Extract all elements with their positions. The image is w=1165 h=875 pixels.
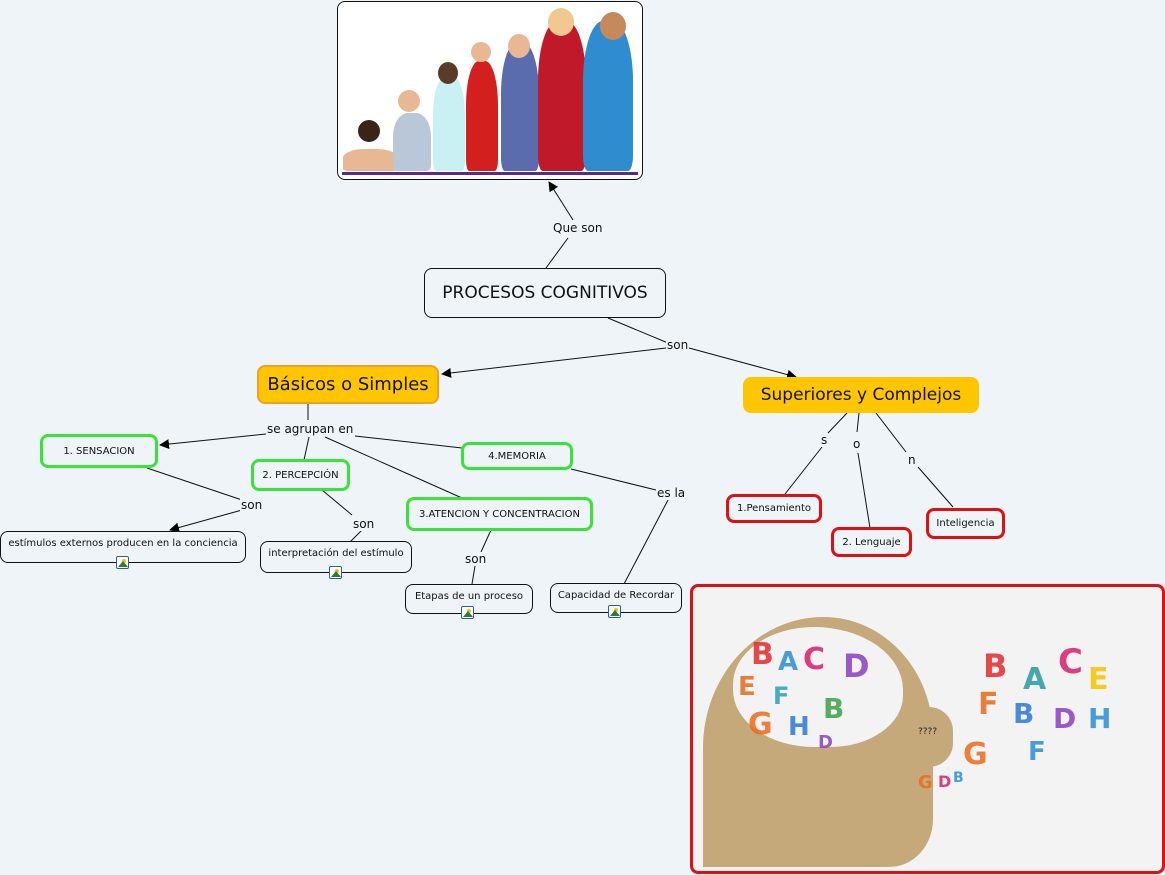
link-sensacion-son [146,467,243,501]
link-label-son-atencion[interactable]: son [464,552,488,566]
link-label-son-percepcion[interactable]: son [352,517,376,531]
concept-label: Etapas de un proceso [414,591,524,602]
children-growth-image[interactable] [337,1,643,180]
concept-basicos[interactable]: Básicos o Simples [257,365,439,404]
link-son-estimulos [169,509,243,533]
link-esla-capacidad [623,499,669,585]
link-quesson-kids [548,181,574,221]
link-label-n[interactable]: n [907,453,917,467]
boy-red-figure [466,61,498,171]
concept-label: 3.ATENCION Y CONCENTRACION [419,508,580,520]
link-label-son-main[interactable]: son [666,338,690,352]
link-son-etapas [471,565,476,585]
link-s-pensamiento [784,446,823,495]
concept-estimulos[interactable]: estímulos externos producen en la concie… [0,531,246,563]
link-agrupan-percepcion [303,436,310,461]
concept-pensamiento[interactable]: 1.Pensamiento [726,494,822,523]
brain-caption: ???? [918,727,938,737]
link-o-lenguaje [857,452,871,529]
concept-inteligencia[interactable]: Inteligencia [926,508,1005,539]
brain-area [733,627,903,747]
concept-label: 4.MEMORIA [488,450,546,462]
link-son-superiores [688,347,797,380]
concept-label: 1. SENSACION [63,445,135,457]
concept-label: Básicos o Simples [267,374,429,395]
concept-label: Superiores y Complejos [760,385,962,405]
link-son-basicos [441,347,667,378]
image-resource-icon[interactable] [461,606,474,619]
link-main-quesson [545,237,569,269]
concept-percepcion[interactable]: 2. PERCEPCIÓN [251,459,350,491]
link-label-que-son[interactable]: Que son [552,221,604,235]
concept-etapas[interactable]: Etapas de un proceso [405,584,533,614]
purple-bar [342,172,638,175]
concept-label: Inteligencia [936,518,995,529]
link-sup-n [875,412,907,453]
link-label-es-la[interactable]: es la [656,486,687,500]
link-label-o[interactable]: o [852,437,862,451]
link-sup-s [827,412,848,434]
link-sup-o [856,412,860,433]
link-agrupan-sensacion [159,433,267,450]
concept-label: 1.Pensamiento [736,503,812,514]
link-label-se-agrupan[interactable]: se agrupan en [266,422,355,436]
concept-label: 2. PERCEPCIÓN [262,469,339,481]
image-resource-icon[interactable] [116,556,129,569]
link-memoria-esla [570,468,657,491]
link-percepcion-son [321,489,353,516]
image-resource-icon[interactable] [329,566,342,579]
link-atencion-son [480,529,492,553]
concept-label: 2. Lenguaje [842,536,901,548]
link-label-s[interactable]: s [820,433,829,447]
concept-superiores[interactable]: Superiores y Complejos [743,377,979,413]
concept-label: estímulos externos producen en la concie… [8,538,238,549]
concept-label: interpretación del estímulo [268,548,404,559]
concept-memoria[interactable]: 4.MEMORIA [461,442,573,470]
concept-procesos-cognitivos[interactable]: PROCESOS COGNITIVOS [424,268,666,318]
concept-label: PROCESOS COGNITIVOS [442,283,648,303]
toddler-figure [393,113,431,171]
concept-atencion[interactable]: 3.ATENCION Y CONCENTRACION [406,497,593,531]
baby-figure [343,149,398,171]
link-n-inteligencia [917,466,954,508]
concept-sensacion[interactable]: 1. SENSACION [40,434,158,468]
boy-blue-figure [501,43,539,171]
girl-red-figure [538,21,586,171]
concept-lenguaje[interactable]: 2. Lenguaje [831,527,912,557]
concept-label: Capacidad de Recordar [557,590,675,601]
boy-jacket-figure [583,21,633,171]
girl-figure [433,76,465,171]
link-agrupan-memoria [354,435,463,449]
head-letters-image[interactable]: B A C D E F G H B D B A C E F B D H G F … [690,584,1165,874]
link-label-son-sensacion[interactable]: son [240,498,264,512]
link-main-son [607,317,669,344]
link-son-interpretacion [349,529,363,543]
image-resource-icon[interactable] [608,605,621,618]
link-agrupan-atencion [324,436,463,499]
